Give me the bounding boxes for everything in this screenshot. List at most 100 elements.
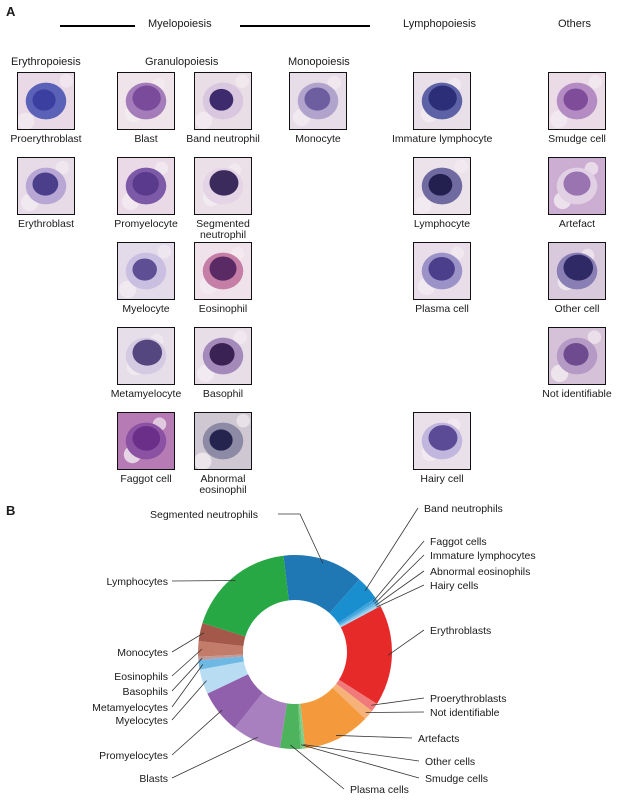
header-granulopoiesis: Granulopoiesis xyxy=(145,56,219,68)
basophil-image xyxy=(194,327,252,385)
label-erythroblasts: Erythroblasts xyxy=(430,625,491,637)
header-others: Others xyxy=(558,18,592,30)
slice-blasts xyxy=(234,692,287,748)
slice-monocytes xyxy=(198,623,246,647)
panel-b-letter: B xyxy=(6,503,16,518)
abnormal-eosinophil-label-2: eosinophil xyxy=(199,484,247,496)
faggot-cell-image xyxy=(117,412,175,470)
label-monocytes: Monocytes xyxy=(117,647,168,659)
metamyelocyte-label: Metamyelocyte xyxy=(110,388,182,400)
artefact-image xyxy=(548,157,606,215)
blast-image xyxy=(117,72,175,130)
label-faggot-cells: Faggot cells xyxy=(430,536,487,548)
eosinophil-image xyxy=(194,242,252,300)
immature-lymphocyte-image xyxy=(413,72,471,130)
myelopoiesis-rule-left xyxy=(60,25,135,27)
lymphocyte-label: Lymphocyte xyxy=(413,218,471,230)
segmented-neutrophil-image xyxy=(194,157,252,215)
slice-plasma-cells xyxy=(279,703,301,749)
label-plasma-cells: Plasma cells xyxy=(350,784,409,796)
myelocyte-label: Myelocyte xyxy=(122,303,170,315)
leader-other-cells xyxy=(303,744,420,762)
leader-hairy-cells xyxy=(376,584,425,608)
header-myelopoiesis: Myelopoiesis xyxy=(148,18,212,30)
label-immature-lymphocytes: Immature lymphocytes xyxy=(430,550,536,562)
myelocyte-image xyxy=(117,242,175,300)
label-lymphocytes: Lymphocytes xyxy=(107,576,168,588)
slice-abnormal-eosinophils xyxy=(339,602,380,627)
leader-erythroblasts xyxy=(387,629,425,656)
metamyelocyte-image xyxy=(117,327,175,385)
leader-immature-lymphocytes xyxy=(374,554,425,605)
proerythroblast-label: Proerythroblast xyxy=(10,133,82,145)
leader-faggot-cells xyxy=(372,540,425,602)
leader-plasma-cells xyxy=(290,744,345,790)
not-identifiable-label: Not identifiable xyxy=(542,388,612,400)
erythroblast-image xyxy=(17,157,75,215)
label-band-neutrophils: Band neutrophils xyxy=(424,503,503,515)
leader-monocytes xyxy=(171,632,205,653)
basophil-label: Basophil xyxy=(202,388,244,400)
header-erythropoiesis: Erythropoiesis xyxy=(11,56,81,68)
monocyte-label: Monocyte xyxy=(295,133,341,145)
label-not-identifiable: Not identifiable xyxy=(430,707,500,719)
not-identifiable-image xyxy=(548,327,606,385)
other-cell-label: Other cell xyxy=(554,303,600,315)
leader-not-identifiable xyxy=(365,711,425,713)
label-proerythroblasts: Proerythroblasts xyxy=(430,693,506,705)
artefact-label: Artefact xyxy=(558,218,596,230)
hairy-cell-label: Hairy cell xyxy=(420,473,464,485)
slice-basophils xyxy=(198,654,244,661)
label-abnormal-eosinophils: Abnormal eosinophils xyxy=(430,566,530,578)
header-lymphopoiesis: Lymphopoiesis xyxy=(403,18,476,30)
label-eosinophils: Eosinophils xyxy=(114,671,168,683)
other-cell-image xyxy=(548,242,606,300)
label-metamyelocytes: Metamyelocytes xyxy=(92,702,168,714)
erythroblast-label: Erythroblast xyxy=(17,218,75,230)
slice-smudge-cells xyxy=(297,703,303,749)
slice-lymphocytes xyxy=(202,555,289,637)
slice-erythroblasts xyxy=(338,606,392,704)
slice-other-cells xyxy=(298,703,306,749)
band-neutrophil-image xyxy=(194,72,252,130)
monocyte-image xyxy=(289,72,347,130)
plasma-cell-label: Plasma cell xyxy=(415,303,469,315)
segmented-neutrophil-label-1: Segmented xyxy=(196,218,250,230)
promyelocyte-image xyxy=(117,157,175,215)
leader-eosinophils xyxy=(171,648,203,677)
plasma-cell-image xyxy=(413,242,471,300)
slice-segmented-neutrophils xyxy=(283,555,360,614)
label-blasts: Blasts xyxy=(139,773,168,785)
label-basophils: Basophils xyxy=(122,686,168,698)
myelopoiesis-rule-right xyxy=(240,25,370,27)
slice-metamyelocytes xyxy=(198,656,244,670)
segmented-neutrophil-label-2: neutrophil xyxy=(199,229,247,241)
label-artefacts: Artefacts xyxy=(418,733,459,745)
slice-hairy-cells xyxy=(340,604,381,628)
faggot-cell-label: Faggot cell xyxy=(120,473,172,485)
abnormal-eosinophil-label-1: Abnormal xyxy=(200,473,246,485)
header-monopoiesis: Monopoiesis xyxy=(288,56,350,68)
band-neutrophil-label: Band neutrophil xyxy=(186,133,260,145)
abnormal-eosinophil-image xyxy=(194,412,252,470)
hairy-cell-image xyxy=(413,412,471,470)
blast-label: Blast xyxy=(134,133,158,145)
label-smudge-cells: Smudge cells xyxy=(425,773,488,785)
eosinophil-label: Eosinophil xyxy=(198,303,248,315)
slice-not-identifiable xyxy=(332,683,372,719)
label-myelocytes: Myelocytes xyxy=(115,715,168,727)
leader-proerythroblasts xyxy=(371,697,425,706)
leader-lymphocytes xyxy=(171,580,236,582)
label-segmented-neutrophils: Segmented neutrophils xyxy=(150,509,258,521)
label-promyelocytes: Promyelocytes xyxy=(99,750,168,762)
smudge-cell-image xyxy=(548,72,606,130)
leader-band-neutrophils xyxy=(364,507,419,592)
leader-basophils xyxy=(171,657,203,692)
label-hairy-cells: Hairy cells xyxy=(430,580,478,592)
slice-immature-lymphocytes xyxy=(339,600,379,626)
smudge-cell-label: Smudge cell xyxy=(548,133,606,145)
slice-proerythroblasts xyxy=(336,679,377,712)
leader-artefacts xyxy=(336,735,413,739)
slice-myelocytes xyxy=(199,661,249,694)
cell-distribution-donut-chart: Segmented neutrophils Band neutrophilsFag… xyxy=(92,503,536,796)
